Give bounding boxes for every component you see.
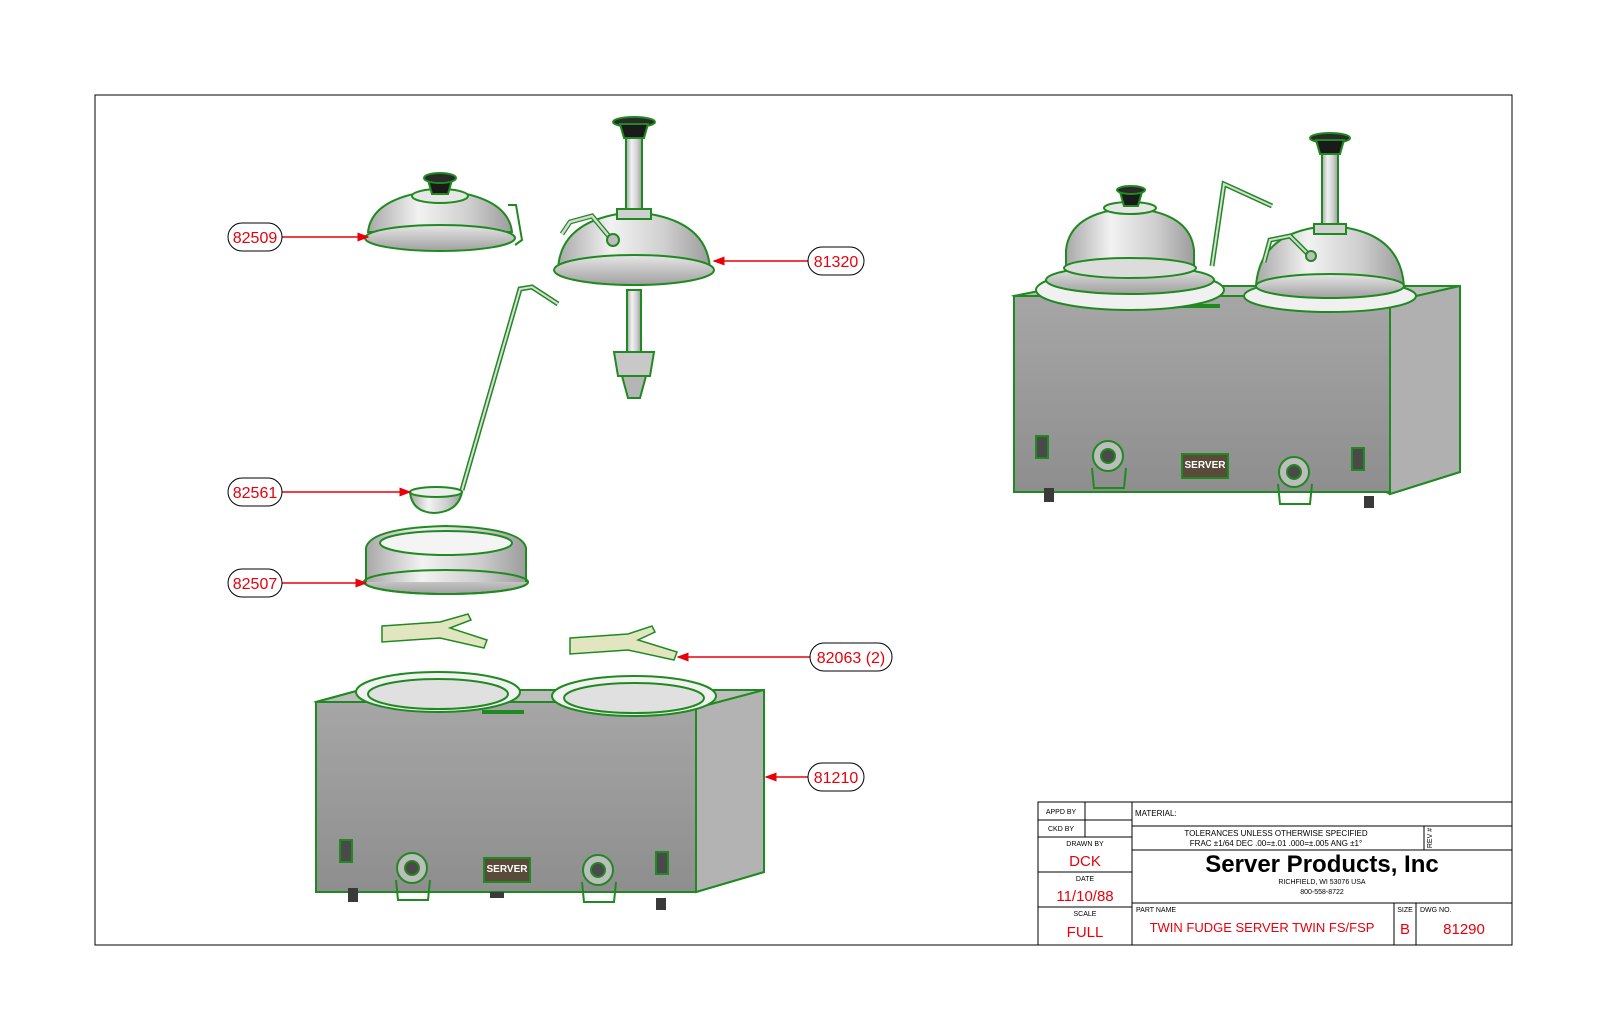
rev-label: REV #: [1427, 828, 1434, 848]
appd-by-label: APPD BY: [1046, 809, 1077, 816]
callout-label-82507: 82507: [233, 576, 278, 593]
brand-plate-front: SERVER: [483, 857, 531, 883]
part-name-value: TWIN FUDGE SERVER TWIN FS/FSP: [1150, 920, 1375, 935]
ladle-part: [408, 284, 560, 515]
insert-ring-part: [363, 524, 529, 595]
callouts: 82509 81320 82561 82507 82063 (2) 81210: [227, 222, 893, 792]
bracket-parts: [381, 613, 678, 661]
company-name: Server Products, Inc: [1205, 851, 1438, 878]
callout-bubble-81210: [807, 762, 865, 792]
tolerances-line1: TOLERANCES UNLESS OTHERWISE SPECIFIED: [1184, 829, 1368, 838]
drawing-border: [94, 94, 1513, 946]
part-name-label: PART NAME: [1136, 907, 1176, 914]
brand-plate-assembled: SERVER: [1181, 453, 1229, 479]
pump-lid-part: [553, 116, 715, 399]
callout-label-82561: 82561: [233, 485, 278, 502]
callout-label-82509: 82509: [233, 230, 278, 247]
callout-bubble-82063: [809, 642, 893, 672]
ckd-by-label: CKD BY: [1048, 826, 1074, 833]
size-value: B: [1400, 921, 1410, 938]
assembled-unit: [1011, 132, 1461, 508]
drawn-by-value: DCK: [1069, 853, 1101, 870]
dwg-no-value: 81290: [1443, 921, 1485, 938]
date-value: 11/10/88: [1056, 888, 1113, 905]
callout-bubble-81320: [807, 246, 865, 276]
scale-value: FULL: [1067, 924, 1104, 941]
drawn-by-label: DRAWN BY: [1066, 841, 1104, 848]
plain-lid-part: [364, 172, 524, 252]
callout-bubble-82509: [227, 222, 283, 252]
company-address: RICHFIELD, WI 53076 USA: [1278, 879, 1365, 886]
dwg-no-label: DWG NO.: [1420, 907, 1452, 914]
scale-label: SCALE: [1074, 911, 1097, 918]
size-label: SIZE: [1397, 907, 1413, 914]
callout-label-82063: 82063 (2): [817, 650, 886, 667]
title-block: APPD BY CKD BY DRAWN BY DCK DATE 11/10/8…: [1037, 801, 1513, 946]
warmer-base-part: [313, 671, 765, 910]
callout-bubble-82561: [227, 477, 283, 507]
brand-plate-text: SERVER: [487, 864, 529, 875]
callout-bubble-82507: [227, 568, 283, 598]
callout-label-81210: 81210: [814, 770, 859, 787]
tolerances-line2: FRAC ±1/64 DEC .00=±.01 .000=±.005 ANG ±…: [1190, 839, 1362, 848]
company-phone: 800-558-8722: [1300, 889, 1344, 896]
callout-label-81320: 81320: [814, 254, 859, 271]
brand-plate-text-assembled: SERVER: [1185, 460, 1227, 471]
date-label: DATE: [1076, 876, 1094, 883]
material-label: MATERIAL:: [1135, 809, 1177, 818]
